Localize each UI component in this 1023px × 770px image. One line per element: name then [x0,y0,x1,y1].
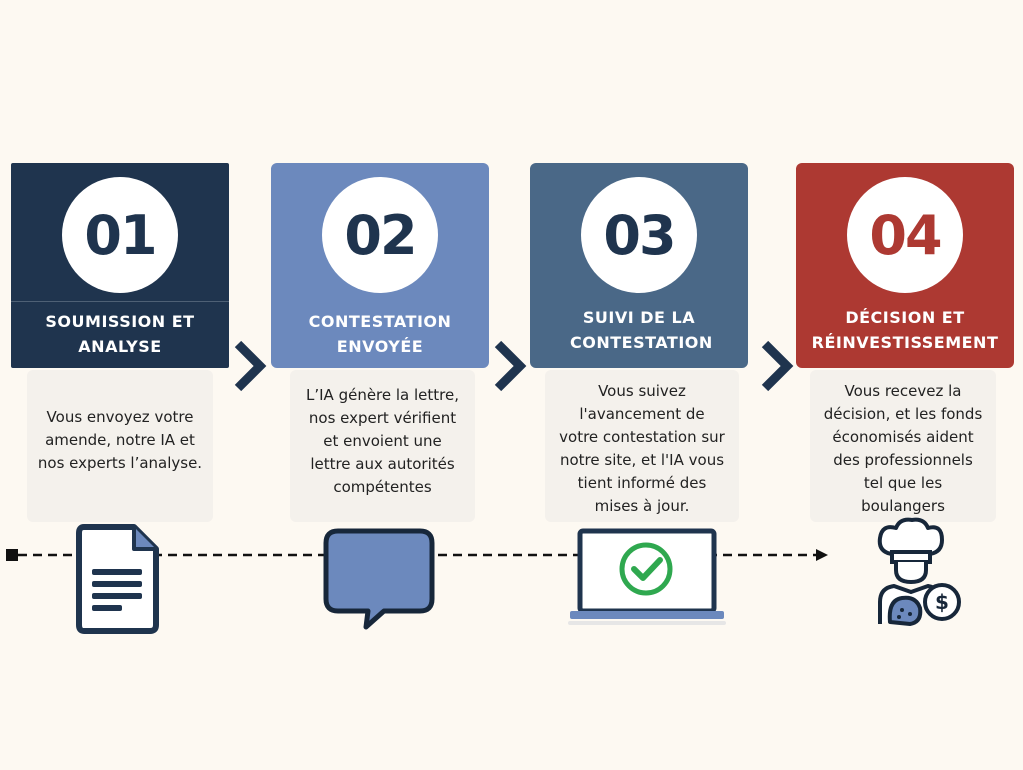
chevron-right-icon [234,340,267,392]
step-card-3: 03 SUIVI DE LA CONTESTATION [530,163,748,368]
step-card-4: 04 DÉCISION ET RÉINVESTISSEMENT [796,163,1014,368]
step-description-3: Vous suivez l'avancement de votre contes… [545,370,739,522]
step-number: 02 [344,203,417,267]
baker-money-icon: $ [877,517,961,626]
step-title: DÉCISION ET RÉINVESTISSEMENT [811,308,999,352]
step-card-2: 02 CONTESTATION ENVOYÉE [271,163,489,368]
step-title: SUIVI DE LA CONTESTATION [570,308,713,352]
speech-bubble-icon [323,528,435,630]
laptop-check-icon [568,528,726,625]
step-description-1: Vous envoyez votre amende, notre IA et n… [27,370,213,522]
step-number-badge: 04 [847,177,963,293]
step-number: 03 [603,203,676,267]
step-number: 04 [869,203,942,267]
step-description-2: L’IA génère la lettre, nos expert vérifi… [290,370,475,522]
step-number-badge: 03 [581,177,697,293]
document-icon [76,524,159,634]
step-number: 01 [84,203,157,267]
step-divider [11,301,229,302]
chevron-right-icon [494,340,527,392]
svg-text:$: $ [935,590,949,614]
step-title: CONTESTATION ENVOYÉE [308,312,452,356]
step-card-1: 01 SOUMISSION ET ANALYSE [11,163,229,368]
step-title: SOUMISSION ET ANALYSE [45,312,195,356]
step-description-4: Vous recevez la décision, et les fonds é… [810,370,996,522]
step-number-badge: 02 [322,177,438,293]
chevron-right-icon [761,340,794,392]
step-number-badge: 01 [62,177,178,293]
